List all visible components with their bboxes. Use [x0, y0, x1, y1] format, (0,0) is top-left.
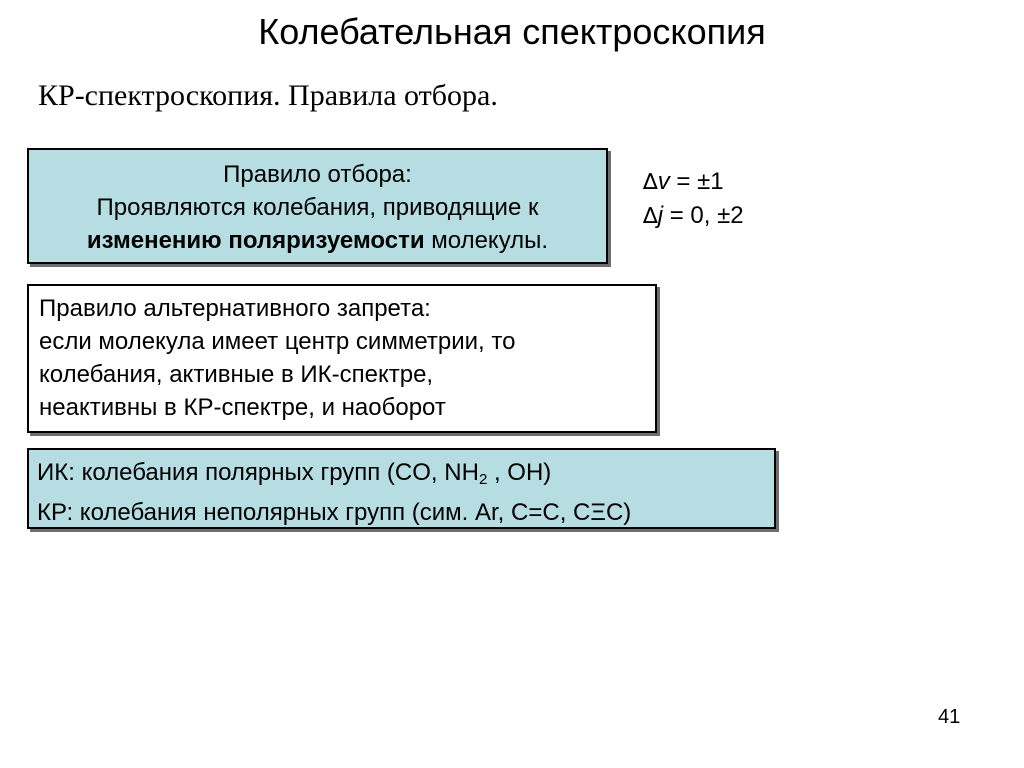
- ik-suffix: , OH): [487, 459, 552, 486]
- exclusion-line-1: Правило альтернативного запрета:: [39, 295, 431, 322]
- delta-v-rule: ∆v = ±1: [643, 165, 744, 199]
- page-number: 41: [938, 706, 961, 728]
- delta-symbol-j: ∆: [643, 204, 658, 229]
- delta-j-value: = 0, ±2: [663, 202, 744, 229]
- alternative-exclusion-box: Правило альтернативного запрета: если мо…: [27, 284, 657, 433]
- ik-line: ИК: колебания полярных групп (CO, NH2 , …: [37, 456, 774, 496]
- var-v: v: [657, 168, 670, 195]
- slide-subtitle: КР-спектроскопия. Правила отбора.: [38, 79, 498, 112]
- selection-rule-tail: молекулы.: [424, 227, 549, 254]
- selection-rule-text-end: изменению поляризуемости молекулы.: [29, 224, 606, 257]
- delta-j-rule: ∆j = 0, ±2: [643, 199, 744, 233]
- selection-rule-text: Проявляются колебания, приводящие к: [96, 194, 539, 221]
- delta-v-value: = ±1: [669, 168, 724, 195]
- delta-symbol-v: ∆: [643, 170, 658, 195]
- var-j: j: [657, 202, 664, 229]
- nh2-subscript: 2: [478, 471, 488, 488]
- group-activity-box: ИК: колебания полярных групп (CO, NH2 , …: [27, 448, 776, 529]
- kr-line: КР: колебания неполярных групп (сим. Ar,…: [37, 499, 632, 526]
- exclusion-line-3: колебания, активные в ИК-спектре,: [39, 361, 434, 388]
- selection-rule-heading: Правило отбора:: [223, 161, 412, 188]
- selection-rule-box: Правило отбора: Проявляются колебания, п…: [27, 148, 608, 264]
- exclusion-line-2: если молекула имеет центр симметрии, то: [39, 328, 516, 355]
- ik-prefix: ИК: колебания полярных групп (CO, NH: [37, 459, 479, 486]
- polarizability-emphasis: изменению поляризуемости: [86, 227, 425, 254]
- exclusion-line-4: неактивны в КР-спектре, и наоборот: [39, 394, 446, 421]
- slide-title: Колебательная спектроскопия: [258, 11, 766, 52]
- delta-rules: ∆v = ±1 ∆j = 0, ±2: [643, 165, 744, 233]
